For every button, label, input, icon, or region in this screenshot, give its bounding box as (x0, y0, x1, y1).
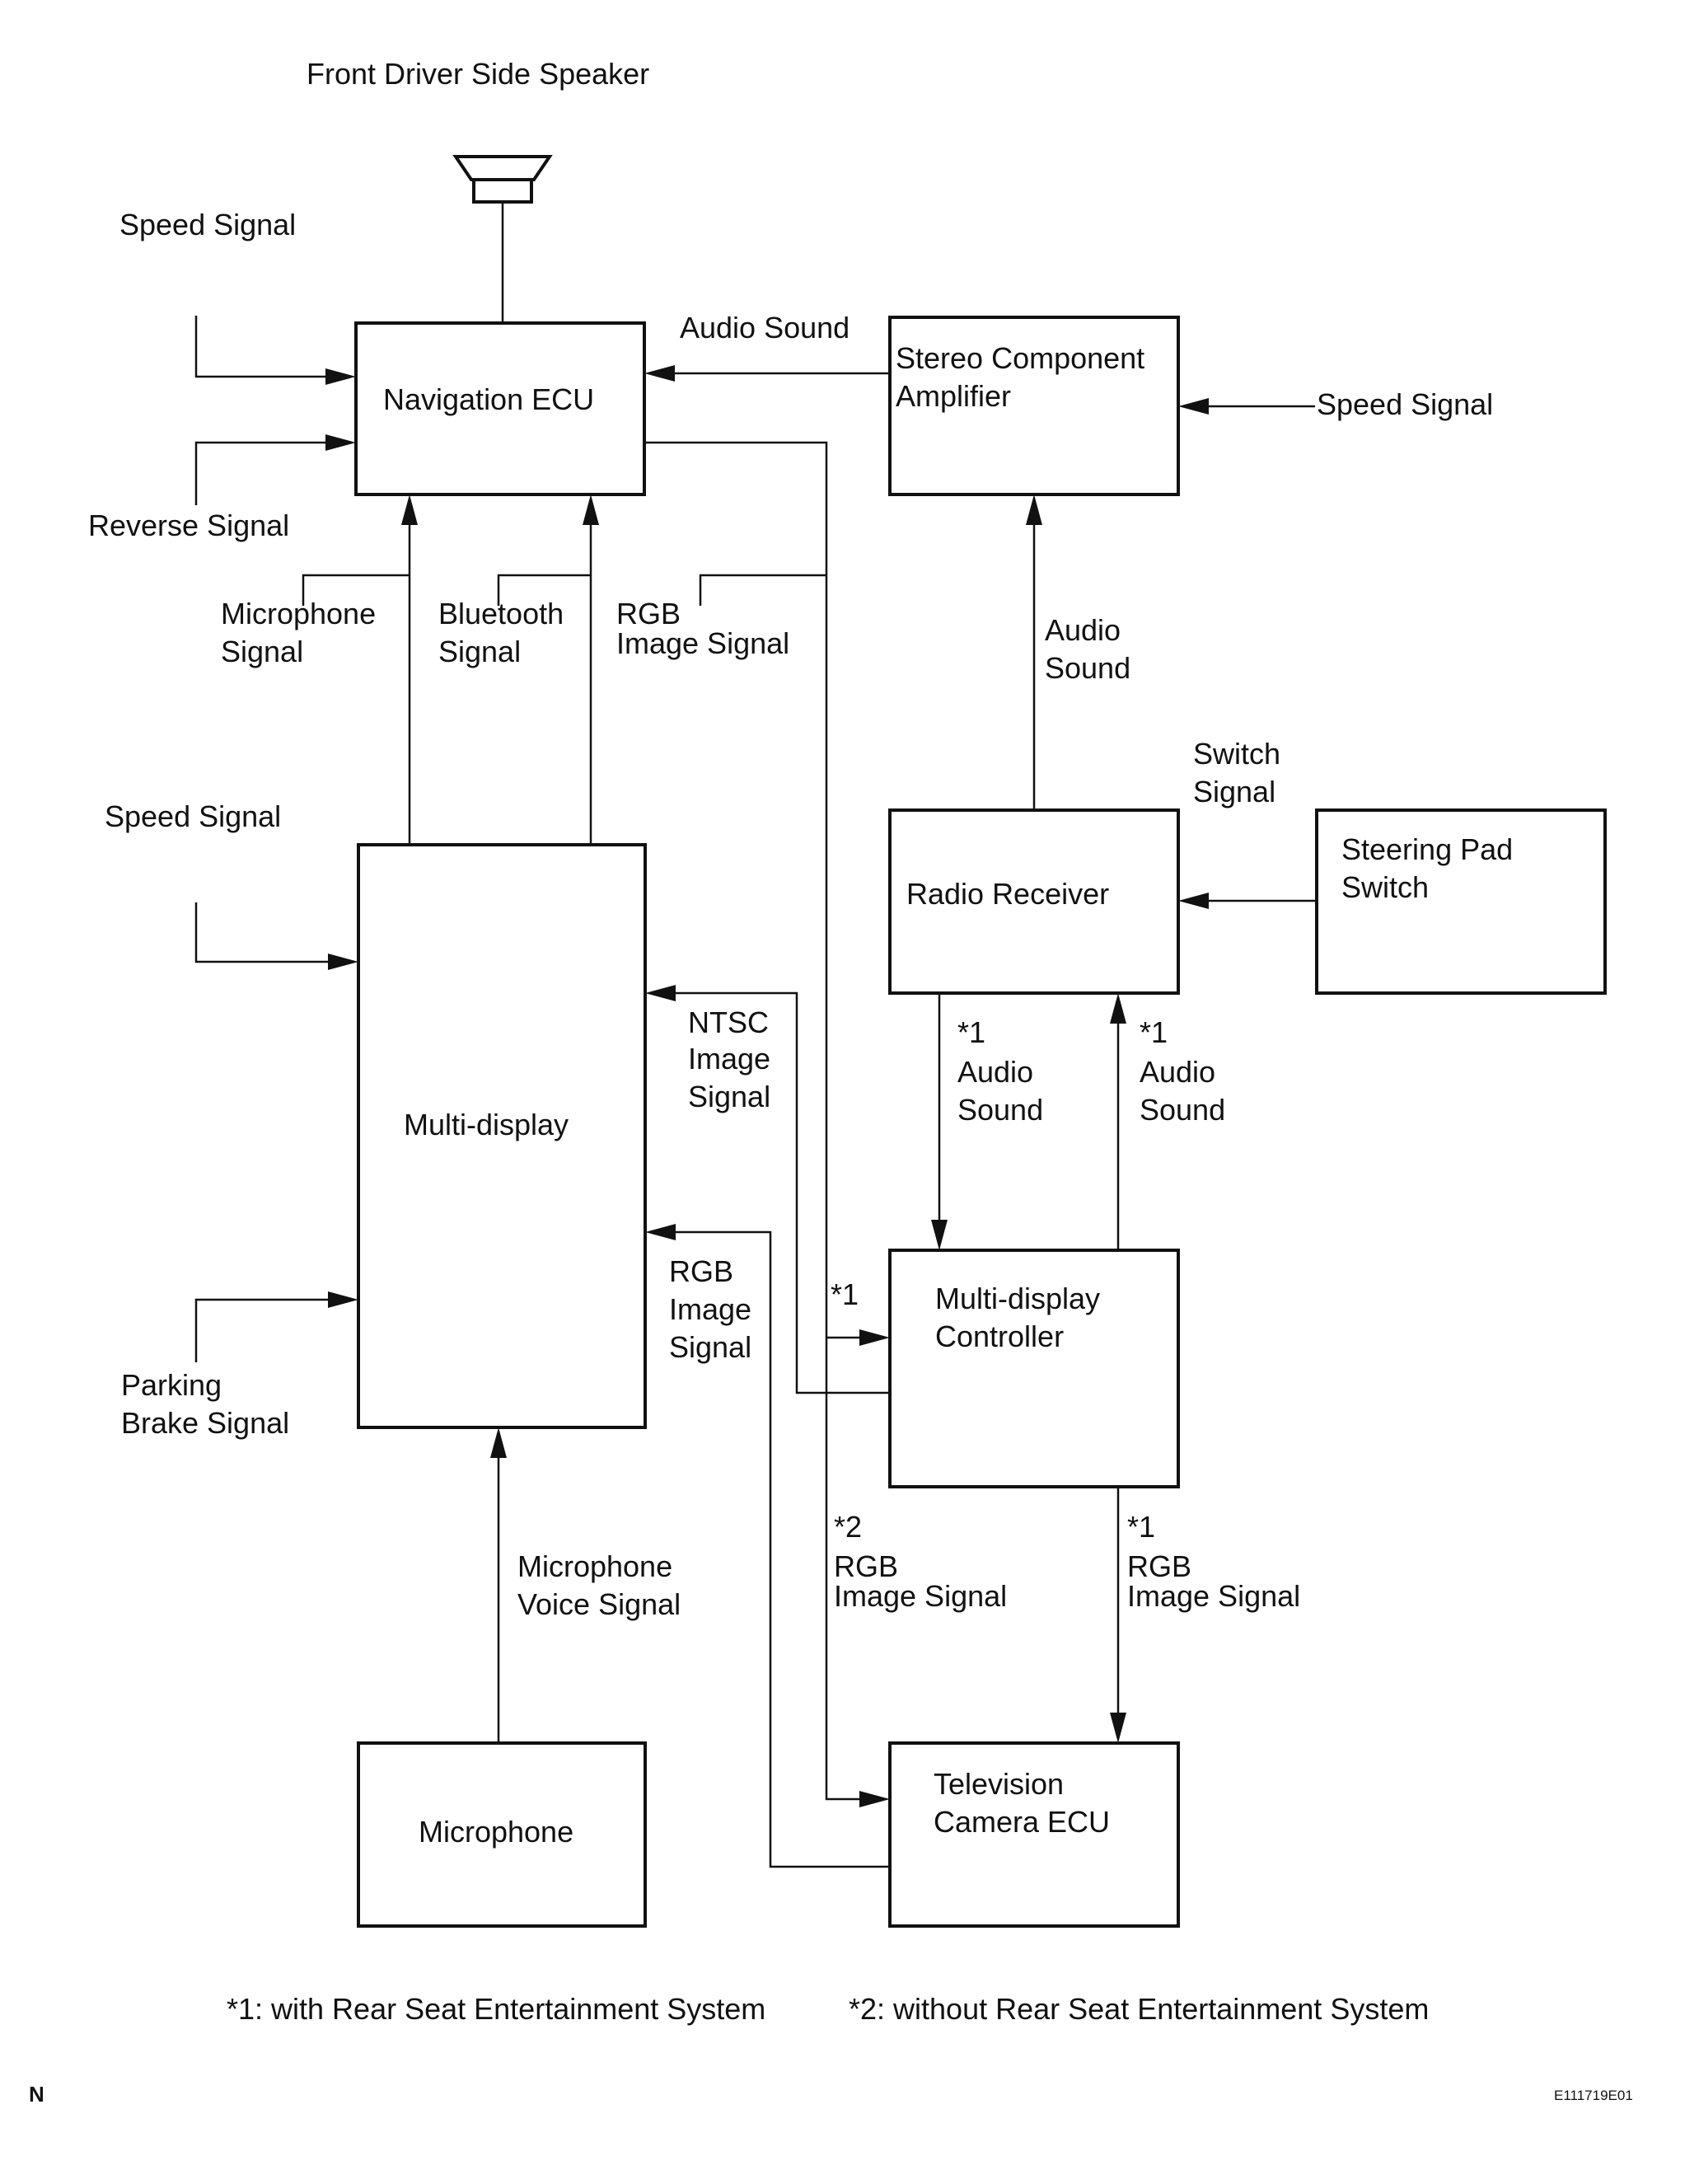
audio-sound-up-label-line3: Sound (1140, 1093, 1225, 1127)
rgb-image-signal-star1-label-line3: Image Signal (1127, 1579, 1300, 1613)
rgb-image-signal-star1-label-line1: *1 (1127, 1510, 1155, 1544)
switch-signal-arrowhead (1178, 893, 1209, 909)
star1-controller-label: *1 (831, 1277, 859, 1311)
bluetooth-signal-label-line2: Signal (438, 635, 521, 668)
audio-sound-up-arrowhead (1110, 993, 1126, 1024)
ntsc-image-signal-label-line2: Image (688, 1042, 770, 1076)
stereo-amp-label-line2: Amplifier (896, 379, 1011, 413)
steering-pad-switch-label-line1: Steering Pad (1341, 832, 1513, 866)
microphone-signal-label-line1: Microphone (221, 597, 376, 630)
rgb-image-signal-md-label-line2: Image (669, 1292, 751, 1326)
microphone-box (357, 1741, 647, 1928)
reverse-signal-wire (194, 441, 325, 505)
radio-receiver-label: Radio Receiver (906, 877, 1109, 911)
microphone-signal-arrowhead (401, 494, 418, 525)
rgb-image-signal-star1-label-line2: RGB (1127, 1549, 1191, 1583)
rgb-image-signal-md-label-line1: RGB (669, 1254, 733, 1288)
speed-signal-nav-label: Speed Signal (119, 208, 296, 241)
parking-brake-signal-label-line2: Brake Signal (121, 1406, 289, 1440)
rgb-image-signal-nav-wire (644, 441, 859, 1801)
microphone-box-label: Microphone (419, 1815, 573, 1849)
steering-pad-switch-label-line2: Switch (1341, 870, 1429, 904)
rgb-image-signal-md-label-line3: Signal (669, 1330, 751, 1364)
multi-display-controller-box (888, 1249, 1180, 1488)
television-camera-ecu-label-line2: Camera ECU (934, 1805, 1110, 1839)
ntsc-image-signal-wire (676, 991, 890, 1394)
ntsc-image-signal-arrowhead (645, 985, 676, 1001)
microphone-signal-leader (302, 574, 410, 606)
speed-signal-nav-wire (194, 316, 325, 378)
multi-display-box (357, 843, 647, 1429)
rgb-image-signal-md-wire (676, 1230, 890, 1868)
audio-sound-up-label-line1: *1 (1140, 1015, 1168, 1049)
switch-signal-label-line2: Signal (1193, 775, 1275, 808)
television-camera-ecu-label-line1: Television (934, 1767, 1064, 1801)
rgb-image-signal-md-arrowhead (645, 1224, 676, 1240)
television-camera-ecu-box (888, 1741, 1180, 1928)
multi-display-label: Multi-display (404, 1108, 569, 1141)
speed-signal-md-wire (194, 902, 328, 963)
microphone-voice-signal-arrowhead (490, 1427, 507, 1458)
speed-signal-nav-arrowhead (325, 368, 356, 385)
bluetooth-signal-leader (497, 574, 591, 606)
speed-signal-amp-arrowhead (1178, 398, 1209, 415)
audio-sound-top-arrowhead (644, 365, 675, 382)
bluetooth-signal-label-line1: Bluetooth (438, 597, 564, 630)
rgb-image-signal-nav-label-line2: Image Signal (616, 626, 789, 660)
rgb-to-tv-camera-arrowhead (859, 1791, 890, 1807)
microphone-voice-signal-label-line1: Microphone (517, 1549, 672, 1583)
parking-brake-signal-label-line1: Parking (121, 1368, 222, 1402)
speed-signal-amp-label: Speed Signal (1317, 387, 1493, 421)
speed-signal-md-arrowhead (328, 954, 358, 970)
steering-pad-switch-box (1315, 808, 1607, 995)
audio-sound-radio-amp-arrowhead (1026, 494, 1042, 525)
multi-display-controller-label-line2: Controller (935, 1319, 1064, 1353)
bluetooth-signal-arrowhead (583, 494, 599, 525)
audio-sound-down-arrowhead (931, 1220, 948, 1250)
reverse-signal-arrowhead (325, 434, 356, 451)
rgb-image-signal-star2-label-line1: *2 (834, 1510, 862, 1544)
audio-sound-up-label-line2: Audio (1140, 1055, 1215, 1089)
footnote-2: *2: without Rear Seat Entertainment Syst… (849, 1992, 1429, 2026)
navigation-ecu-label: Navigation ECU (383, 382, 594, 416)
front-speaker-label: Front Driver Side Speaker (307, 57, 649, 91)
audio-sound-down-label-line1: *1 (957, 1015, 985, 1049)
parking-brake-wire (194, 1298, 328, 1362)
rgb-to-controller-arrowhead (859, 1329, 890, 1346)
rgb-image-signal-nav-leader (699, 574, 826, 606)
microphone-voice-signal-label-line2: Voice Signal (517, 1587, 681, 1621)
audio-sound-radio-amp-label-line2: Sound (1045, 651, 1130, 685)
corner-mark-left: N (29, 2082, 44, 2107)
figure-code: E111719E01 (1554, 2088, 1633, 2103)
switch-signal-label-line1: Switch (1193, 737, 1280, 771)
rgb-image-signal-star2-label-line3: Image Signal (834, 1579, 1007, 1613)
rgb-image-signal-star2-label-line2: RGB (834, 1549, 898, 1583)
footnote-1: *1: with Rear Seat Entertainment System (227, 1992, 765, 2026)
stereo-amp-label-line1: Stereo Component (896, 341, 1144, 375)
multi-display-controller-label-line1: Multi-display (935, 1282, 1100, 1315)
parking-brake-arrowhead (328, 1291, 358, 1308)
stereo-amp-box (888, 316, 1180, 496)
speaker-icon (452, 155, 553, 204)
ntsc-image-signal-label-line1: NTSC (688, 1005, 769, 1039)
rgb-image-signal-nav-label-line1: RGB (616, 597, 681, 630)
audio-sound-top-label: Audio Sound (680, 311, 850, 344)
audio-sound-down-label-line2: Audio (957, 1055, 1033, 1089)
microphone-signal-label-line2: Signal (221, 635, 303, 668)
reverse-signal-label: Reverse Signal (88, 509, 289, 542)
navigation-ecu-box (354, 321, 646, 496)
speed-signal-md-label: Speed Signal (105, 799, 281, 833)
audio-sound-radio-amp-label-line1: Audio (1045, 613, 1121, 647)
rgb-image-signal-star1-arrowhead (1110, 1713, 1126, 1743)
ntsc-image-signal-label-line3: Signal (688, 1080, 770, 1113)
audio-sound-down-label-line3: Sound (957, 1093, 1043, 1127)
